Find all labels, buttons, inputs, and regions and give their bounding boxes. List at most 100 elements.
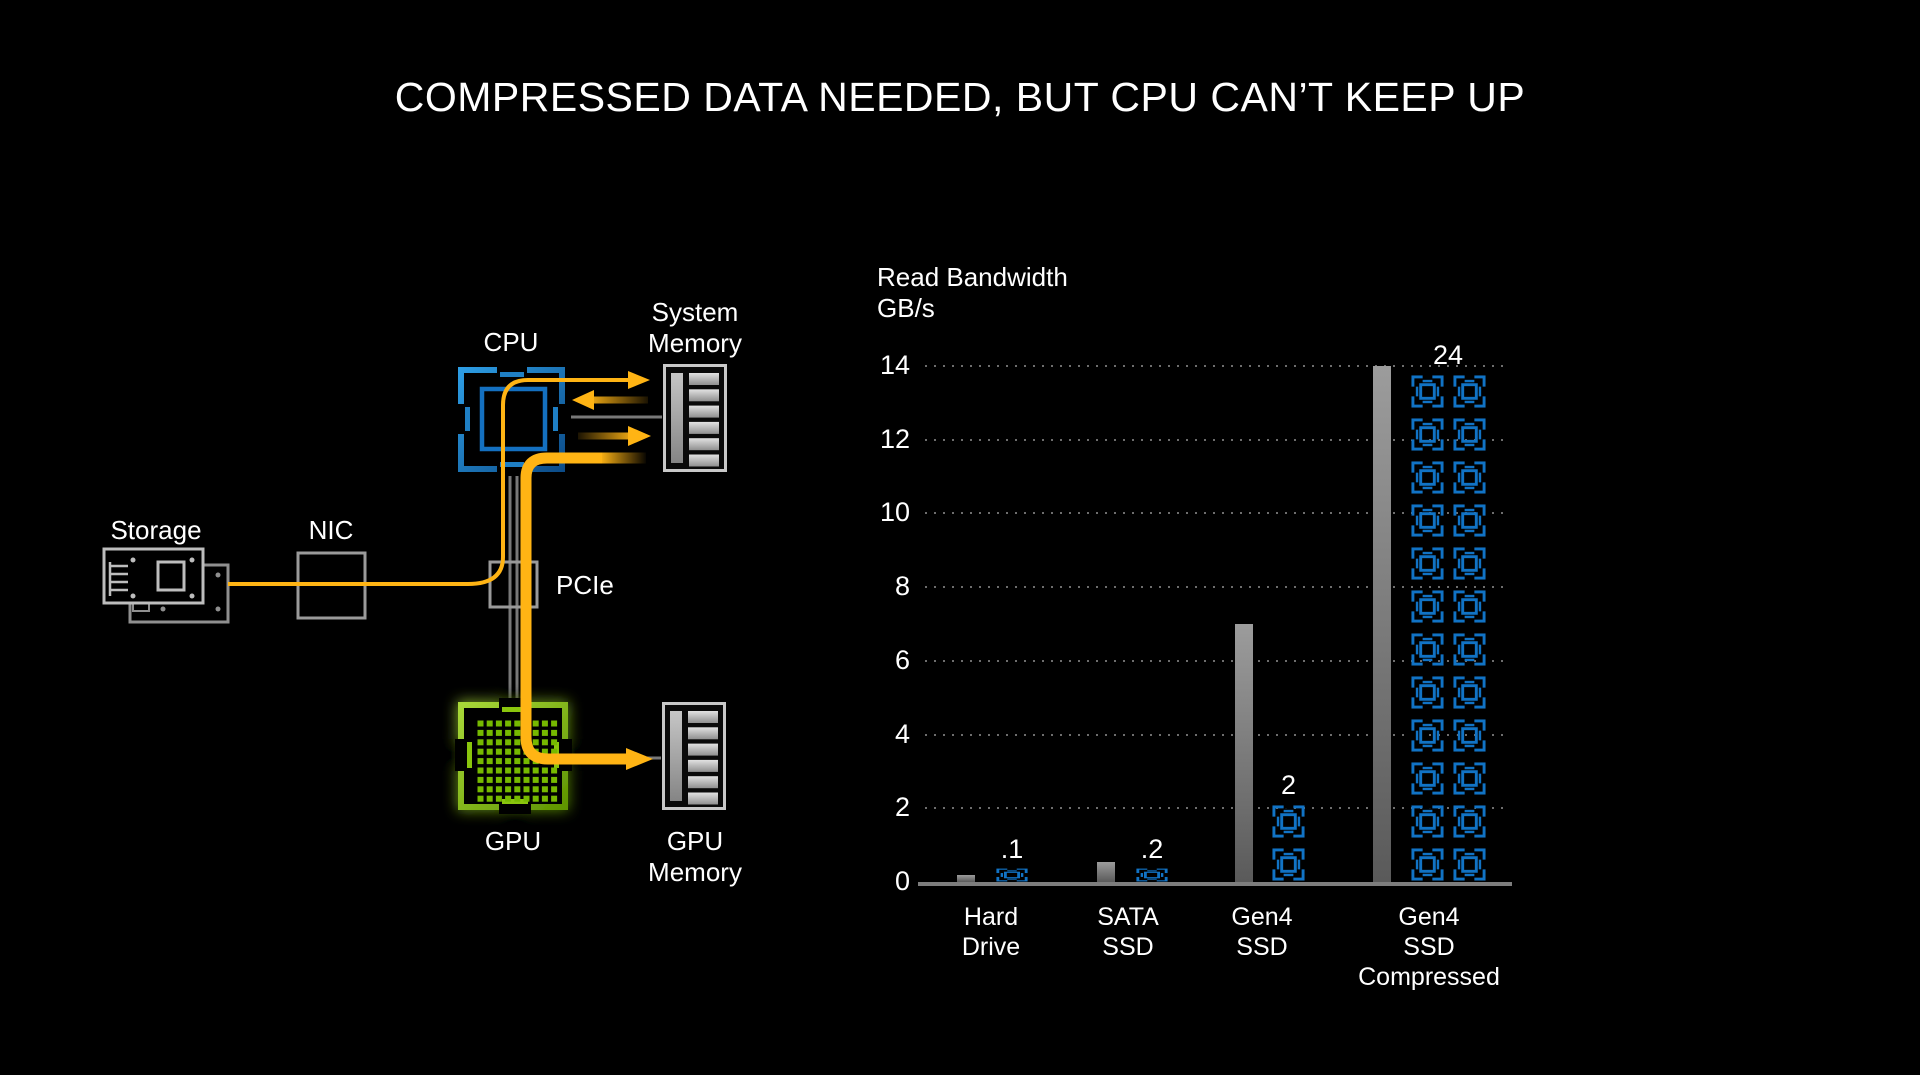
cpu-label: CPU	[483, 327, 539, 357]
chip-icon	[1410, 374, 1445, 409]
chip-icon	[1410, 632, 1445, 667]
y-tick-label: 10	[879, 497, 910, 528]
chip-icon	[1410, 761, 1445, 796]
y-tick-label: 0	[894, 866, 910, 896]
cpu-to-gpu-flow-line	[520, 452, 626, 765]
chart-title-line1: Read Bandwidth	[877, 262, 1068, 292]
chip-icon	[1452, 675, 1487, 710]
chip-icon	[1452, 460, 1487, 495]
chip-icon	[1452, 847, 1487, 882]
chip-icon	[1410, 374, 1445, 409]
data-label-gen4-ssd-compressed: 24	[1432, 340, 1464, 370]
chip-icon	[1271, 847, 1306, 882]
chip-icon	[1410, 847, 1445, 882]
cpu-to-sysmem-arrowhead2	[628, 426, 651, 446]
data-label-sata-ssd: .2	[1140, 834, 1164, 864]
chip-icon	[1410, 847, 1445, 882]
category-label-gen4-ssd-compressed: Gen4	[1398, 903, 1460, 931]
chip-icon	[1410, 675, 1445, 710]
storage-icon	[102, 547, 230, 624]
gpu-memory-label-line2: Memory	[648, 857, 742, 887]
gridline	[925, 586, 1510, 589]
chip-icon	[1410, 589, 1445, 624]
chip-icon	[1410, 632, 1445, 667]
storage-to-cpu-flow-line	[228, 378, 628, 586]
category-label-sata-ssd: SSD	[1102, 933, 1154, 961]
chip-icon	[995, 868, 1029, 882]
chip-icon	[1452, 589, 1487, 624]
chip-icon	[1410, 761, 1445, 796]
chart-unit-label: GB/s	[877, 293, 935, 323]
chip-icon	[1452, 804, 1487, 839]
chip-icon	[1452, 374, 1487, 409]
y-tick-label: 2	[894, 792, 910, 823]
chip-icon	[1410, 675, 1445, 710]
chip-icon	[1452, 546, 1487, 581]
x-axis-line	[918, 882, 1512, 886]
category-label-gen4-ssd-compressed: SSD	[1403, 933, 1455, 961]
chip-icon	[1410, 546, 1445, 581]
slide-title: COMPRESSED DATA NEEDED, BUT CPU CAN’T KE…	[394, 74, 1526, 120]
data-flow-arrows	[228, 371, 653, 770]
bar-gen4-ssd	[1235, 624, 1253, 882]
chip-icon	[1452, 847, 1487, 882]
chip-icon	[1452, 804, 1487, 839]
chip-icon	[1271, 804, 1306, 839]
gridline	[925, 733, 1510, 736]
system-memory-label: System Memory	[648, 297, 742, 359]
chip-icon	[1452, 503, 1487, 538]
chip-icon	[1452, 675, 1487, 710]
bar-hard-drive	[957, 874, 975, 882]
data-label-gen4-ssd: 2	[1280, 770, 1297, 800]
category-label-hard-drive: Hard	[963, 903, 1019, 931]
y-tick-label: 8	[894, 571, 910, 602]
gridline	[925, 365, 1510, 367]
gpu-memory-label: GPU Memory	[648, 826, 742, 888]
chip-icon	[1410, 546, 1445, 581]
chip-icon	[1452, 718, 1487, 753]
chip-icon	[1410, 589, 1445, 624]
chip-icon	[1410, 718, 1445, 753]
chip-icon	[1452, 417, 1487, 452]
y-tick-label: 6	[894, 644, 910, 675]
gpu-label: GPU	[484, 826, 542, 856]
system-memory-label-line2: Memory	[648, 328, 742, 358]
chip-icon	[1452, 460, 1487, 495]
bar-sata-ssd	[1097, 861, 1115, 882]
chip-icon	[1410, 804, 1445, 839]
category-label-gen4-ssd: Gen4	[1231, 903, 1293, 931]
gpu-to-gpumem-arrowhead	[626, 748, 653, 770]
cpu-to-sysmem-arrowhead	[628, 371, 650, 389]
chip-icon	[1452, 632, 1487, 667]
system-memory-label-line1: System	[651, 297, 739, 327]
chip-icon	[995, 868, 1029, 882]
chip-icon	[1135, 868, 1169, 882]
chip-icon	[1452, 589, 1487, 624]
pcie-icon	[488, 560, 539, 609]
chart-title: Read Bandwidth GB/s	[877, 262, 1068, 324]
chip-icon	[1410, 503, 1445, 538]
y-tick-label: 14	[879, 350, 910, 380]
category-label-gen4-ssd-compressed: Compressed	[1358, 963, 1500, 991]
storage-label: Storage	[110, 515, 202, 545]
chip-icon	[1410, 460, 1445, 495]
chip-icon	[1452, 546, 1487, 581]
chip-icon	[1271, 804, 1306, 839]
chip-icon	[1410, 460, 1445, 495]
data-label-hard-drive: .1	[1000, 834, 1024, 864]
gpu-memory-label-line1: GPU	[666, 826, 724, 856]
chip-icon	[1410, 503, 1445, 538]
pcie-label: PCIe	[556, 570, 614, 600]
chip-icon	[1452, 417, 1487, 452]
chip-icon	[1410, 804, 1445, 839]
chip-icon	[1452, 374, 1487, 409]
gridline	[925, 512, 1510, 515]
chip-icon	[1452, 761, 1487, 796]
gridline	[925, 438, 1510, 441]
bar-gen4-ssd-compressed	[1373, 366, 1391, 882]
chip-icon	[1410, 718, 1445, 753]
chip-icon	[1452, 632, 1487, 667]
category-label-sata-ssd: SATA	[1097, 903, 1159, 931]
